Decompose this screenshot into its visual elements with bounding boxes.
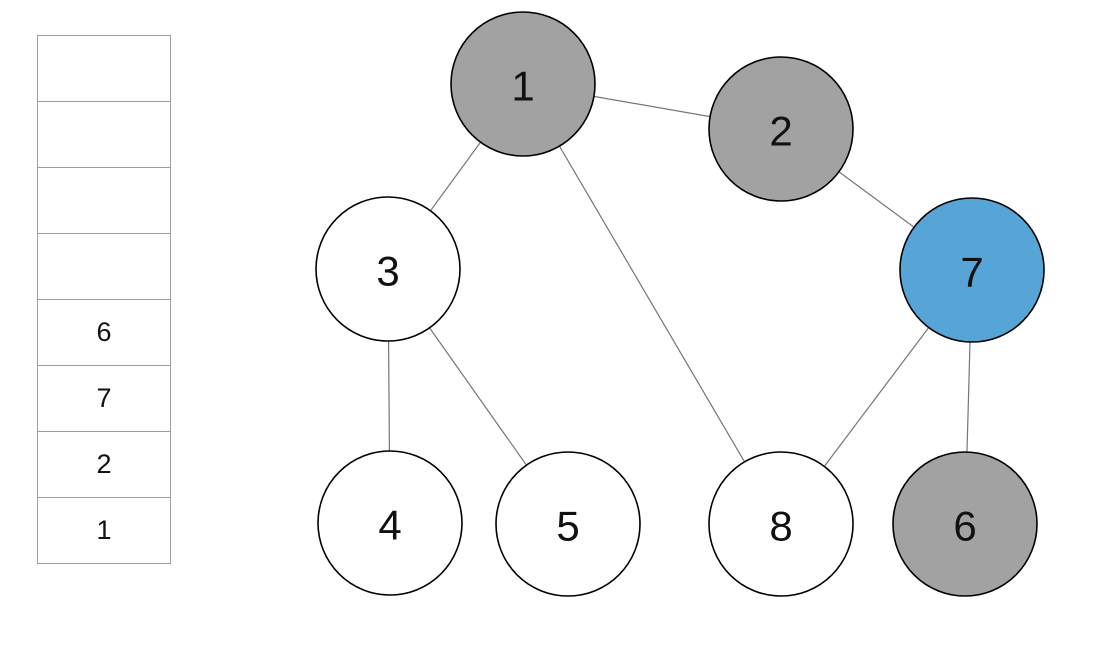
graph-edge-1-8	[522, 83, 782, 525]
graph-nodes: 1 2 3 7 4 5 8 6	[315, 11, 1045, 597]
graph-node-5	[495, 451, 641, 597]
graph-node-label-7: 7	[960, 249, 983, 296]
stack-cell-0	[37, 35, 171, 102]
graph-node-label-4: 4	[378, 502, 401, 549]
graph-node-label-6: 6	[953, 503, 976, 550]
stack-cell-3	[37, 233, 171, 300]
stack-cell-1	[37, 101, 171, 168]
graph-edges	[387, 83, 973, 525]
stack-cell-6: 2	[37, 431, 171, 498]
graph-node-8	[708, 451, 854, 597]
graph-node-7	[899, 197, 1045, 343]
graph-node-1	[450, 11, 596, 157]
graph-node-label-8: 8	[769, 503, 792, 550]
stack-cell-5: 7	[37, 365, 171, 432]
graph-node-label-3: 3	[376, 248, 399, 295]
graph-node-label-2: 2	[769, 108, 792, 155]
stack-cell-4: 6	[37, 299, 171, 366]
graph-node-2	[708, 56, 854, 202]
graph-node-3	[315, 196, 461, 342]
stack-cell-7: 1	[37, 497, 171, 564]
graph-node-6	[892, 451, 1038, 597]
graph-node-4	[317, 450, 463, 596]
graph-node-label-5: 5	[556, 503, 579, 550]
graph-node-label-1: 1	[511, 63, 534, 110]
